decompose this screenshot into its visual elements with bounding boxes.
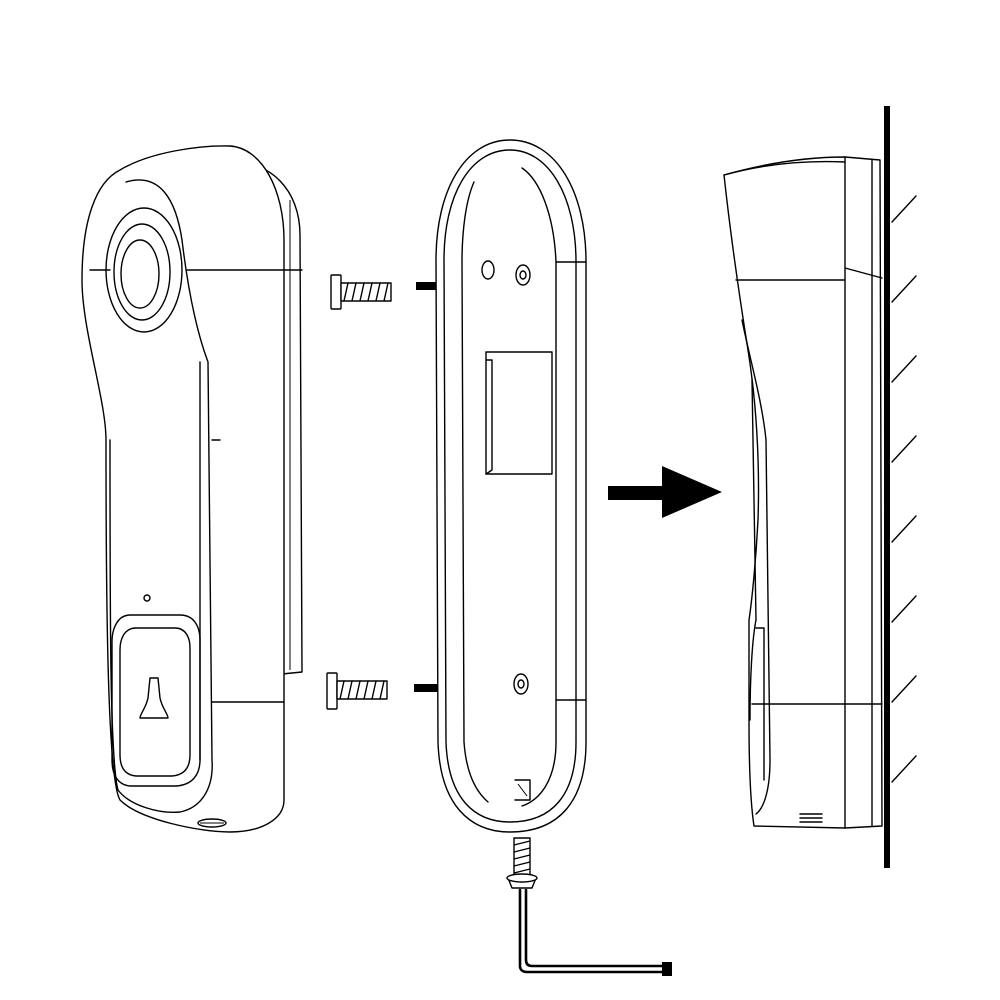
wall-hatch-icon <box>884 106 917 868</box>
doorbell-front <box>81 145 303 833</box>
bell-icon <box>139 677 169 719</box>
screw-bottom <box>326 672 388 710</box>
screw-top <box>330 274 392 310</box>
allen-key-icon <box>518 888 672 976</box>
arrow-right-icon <box>608 466 722 518</box>
set-screw-icon <box>506 837 538 889</box>
doorbell-button <box>111 614 201 787</box>
camera-lens-icon <box>105 207 183 333</box>
mounting-bracket <box>435 139 587 833</box>
doorbell-mounted-side <box>723 156 883 829</box>
